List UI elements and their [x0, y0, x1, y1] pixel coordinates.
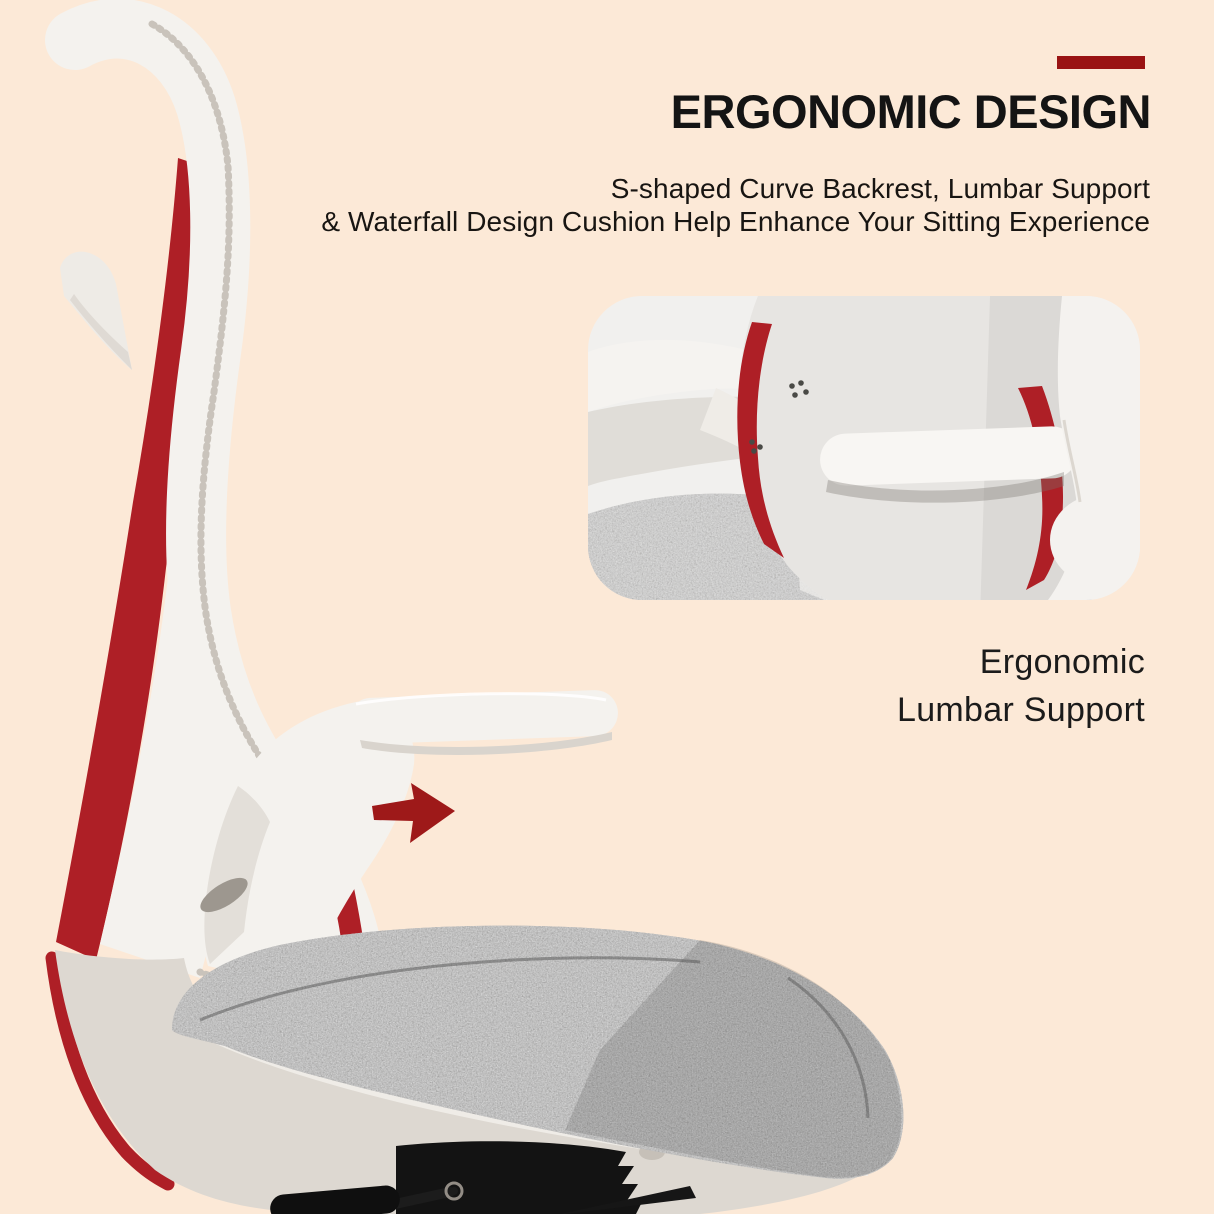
subtitle-line: S-shaped Curve Backrest, Lumbar Support: [610, 173, 1150, 204]
armrest: [200, 690, 618, 988]
inset-caption-line: Lumbar Support: [896, 691, 1145, 729]
adjustment-lever: [270, 1185, 400, 1214]
inset-frame-right: [1048, 296, 1140, 600]
seat-cushion: [172, 925, 904, 1179]
inset-caption-line: Ergonomic: [979, 643, 1145, 681]
backrest-red-trim: [45, 158, 196, 1191]
inset-near-armrest: [820, 426, 1078, 503]
armrest-slot: [200, 877, 248, 913]
subtitle-line: & Waterfall Design Cushion Help Enhance …: [321, 206, 1150, 237]
far-armrest: [60, 251, 132, 370]
inset-red-trim-left: [737, 322, 784, 558]
lever-ring: [444, 1181, 464, 1201]
page-title: ERGONOMIC DESIGN: [670, 85, 1152, 138]
office-chair: [45, 0, 904, 1214]
accent-bar: [1057, 56, 1145, 69]
arrow-right-icon: [372, 783, 455, 843]
armrest-pad: [348, 690, 618, 744]
lumbar-closeup-inset: [588, 296, 1140, 600]
subtitle: S-shaped Curve Backrest, Lumbar Support …: [321, 172, 1150, 238]
inset-caption: Ergonomic Lumbar Support: [897, 638, 1145, 734]
chair-base-mechanism: [270, 1141, 696, 1214]
base-rod: [560, 1186, 696, 1214]
